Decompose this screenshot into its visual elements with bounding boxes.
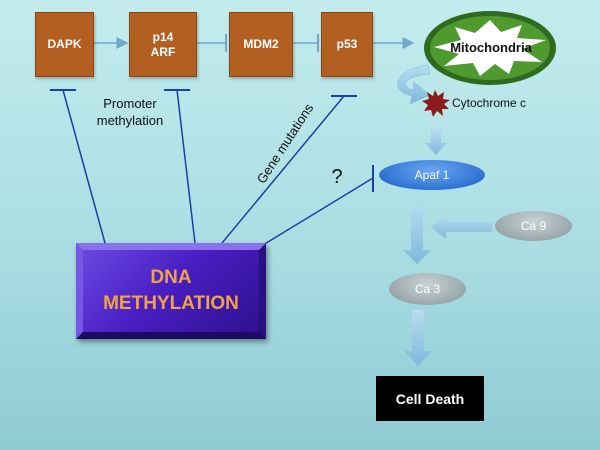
ca9-label: Ca 9 <box>520 219 547 233</box>
mitochondria-to-cytochrome-arrow <box>397 64 431 105</box>
cytochrome-c-label: Cytochrome c <box>452 96 527 110</box>
p53-box: p53 <box>321 12 373 77</box>
cytochrome-c-star <box>422 90 450 117</box>
mdm2-label: MDM2 <box>243 37 279 51</box>
ca9-to-apaf-arrow <box>431 215 492 239</box>
question-mark: ? <box>331 166 343 188</box>
dapk-label: DAPK <box>47 37 82 51</box>
dna-inhibits-dapk-line <box>62 89 106 244</box>
dna-methylation-box: DNA METHYLATION <box>76 243 266 339</box>
mdm2-box: MDM2 <box>229 12 293 77</box>
dna-inhibits-apaf-line <box>262 177 374 246</box>
dna-inhibits-p53-line <box>221 95 345 244</box>
apaf1-node: Apaf 1 <box>379 160 485 190</box>
dapk-box: DAPK <box>35 12 94 77</box>
methylation-label: METHYLATION <box>103 293 239 314</box>
apaf1-label: Apaf 1 <box>414 168 450 182</box>
ca9-node: Ca 9 <box>495 211 572 241</box>
p53-label: p53 <box>336 37 358 51</box>
dna-label: DNA <box>150 267 192 288</box>
promoter-methylation-label: Promoter methylation <box>96 96 164 128</box>
cytochrome-to-apaf-arrow <box>425 129 447 155</box>
ca3-node: Ca 3 <box>389 273 466 305</box>
mitochondria-label: Mitochondria <box>450 40 532 55</box>
dna-inhibits-p14-line <box>176 89 196 244</box>
mitochondria-starburst <box>434 20 546 76</box>
p14-label: p14 <box>152 29 174 44</box>
apaf-to-ca3-arrow <box>403 201 431 264</box>
ca3-to-cell-death-arrow <box>404 310 432 366</box>
arf-label: ARF <box>150 44 176 59</box>
p14-arf-box: p14 ARF <box>129 12 197 77</box>
cell-death-label: Cell Death <box>395 390 465 407</box>
ca3-label: Ca 3 <box>414 282 441 296</box>
cell-death-box: Cell Death <box>376 376 484 421</box>
